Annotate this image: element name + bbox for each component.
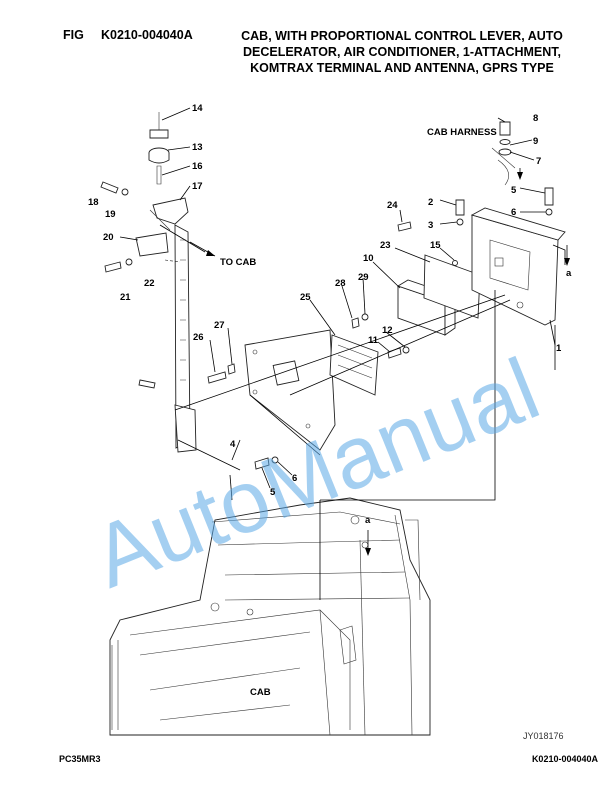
callout: 14: [192, 103, 203, 114]
label-cab-harness: CAB HARNESS: [427, 127, 497, 138]
title-line: CAB, WITH PROPORTIONAL CONTROL LEVER, AU…: [241, 29, 563, 43]
callout: 24: [387, 200, 398, 211]
mounting-plate-part-4: [244, 329, 336, 451]
arrows: [189, 168, 570, 556]
callout: 16: [192, 161, 203, 172]
callout: 25: [300, 292, 311, 303]
ref-a-bottom: a: [365, 515, 371, 526]
fig-code: K0210-004040A: [101, 28, 193, 42]
bracket-part-25: [329, 334, 379, 396]
cab-structure: [109, 497, 431, 736]
image-id: JY018176: [523, 731, 564, 741]
callout: 20: [103, 232, 114, 243]
callout: 5: [511, 185, 517, 196]
callout: 9: [533, 136, 538, 147]
callout: 10: [363, 253, 374, 264]
leader-lines: [119, 107, 556, 489]
ref-a-top: a: [566, 268, 572, 279]
footer-code: K0210-004040A: [531, 754, 598, 764]
title-line: KOMTRAX TERMINAL AND ANTENNA, GPRS TYPE: [250, 61, 554, 75]
fig-label: FIG: [63, 28, 84, 42]
callout: 26: [193, 332, 204, 343]
callout: 12: [382, 325, 393, 336]
callout: 6: [511, 207, 516, 218]
callout: 11: [368, 335, 379, 346]
assembly-lines: [159, 224, 566, 600]
callout: 17: [192, 181, 203, 192]
cab-harness-wire: [491, 147, 516, 186]
callout: 6: [292, 473, 297, 484]
callout: 22: [144, 278, 155, 289]
plate-part-23: [423, 254, 481, 319]
figure-title: CAB, WITH PROPORTIONAL CONTROL LEVER, AU…: [222, 28, 582, 76]
callout: 8: [533, 113, 538, 124]
callout: 4: [230, 439, 236, 450]
label-cab: CAB: [250, 687, 271, 698]
bracket-part-4: [174, 224, 197, 453]
bracket-part-1: [470, 207, 566, 326]
callout-numbers: 1 2 3 4 5 5 6 6 7 8 9 10 11 12 13 14 15 …: [88, 103, 562, 498]
callout: 23: [380, 240, 391, 251]
callout: 13: [192, 142, 203, 153]
callout: 18: [88, 197, 99, 208]
callout: 29: [358, 272, 369, 283]
callout: 21: [120, 292, 131, 303]
title-line: DECELERATOR, AIR CONDITIONER, 1-ATTACHME…: [242, 45, 562, 59]
footer-model: PC35MR3: [59, 754, 101, 764]
callout: 3: [428, 220, 433, 231]
callout: 1: [556, 343, 562, 354]
callout: 28: [335, 278, 346, 289]
callout: 7: [536, 156, 541, 167]
label-to-cab: TO CAB: [220, 257, 256, 268]
fasteners: [100, 121, 554, 470]
callout: 19: [105, 209, 116, 220]
callout: 2: [428, 197, 433, 208]
callout: 5: [270, 487, 276, 498]
callout: 15: [430, 240, 441, 251]
antenna-assembly: [135, 112, 189, 257]
callout: 27: [214, 320, 225, 331]
